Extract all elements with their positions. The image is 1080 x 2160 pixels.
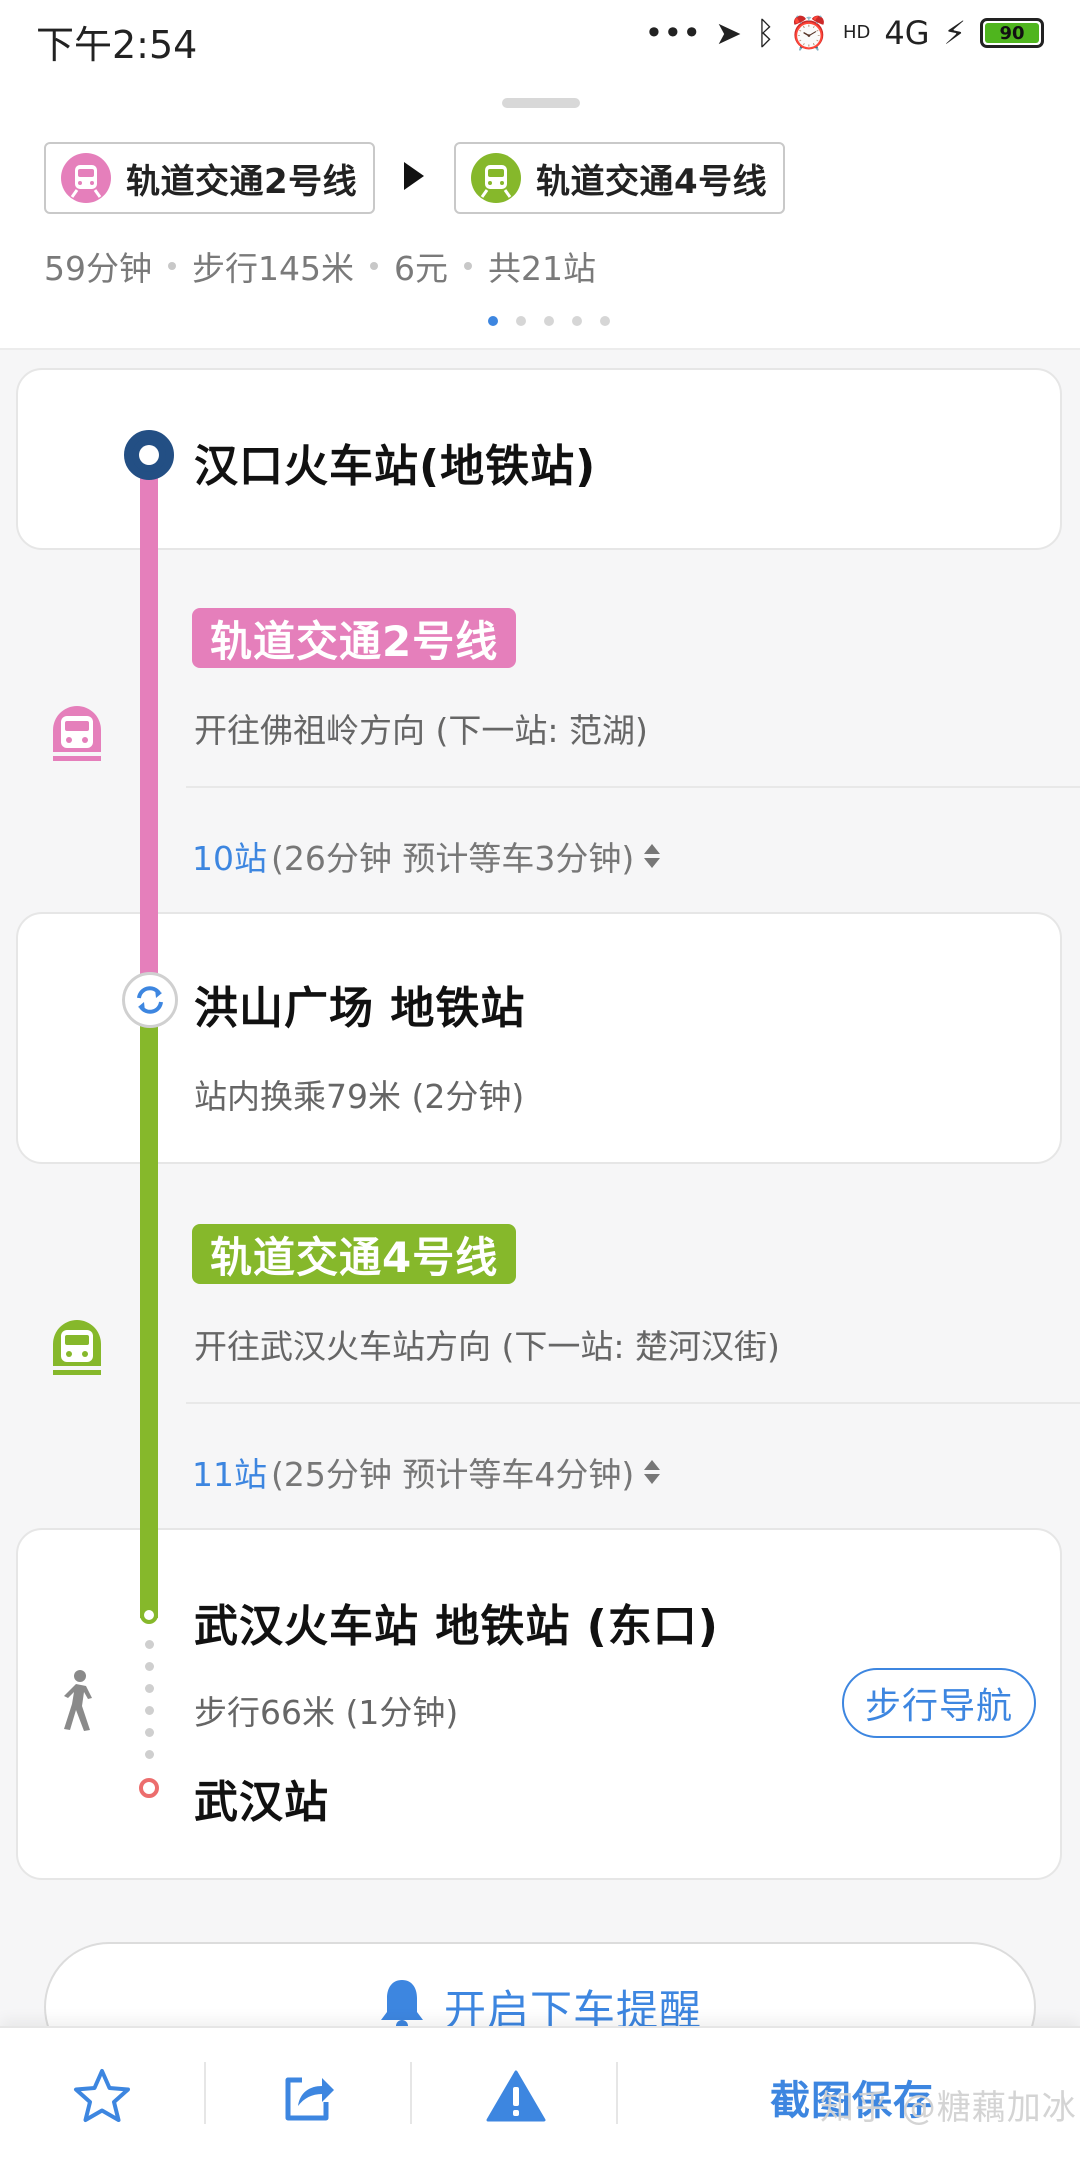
metro-icon <box>47 700 107 766</box>
page-dot[interactable] <box>572 316 582 326</box>
divider <box>186 786 1080 788</box>
bottom-toolbar <box>0 2026 1080 2160</box>
arrow-right-icon <box>404 162 424 190</box>
share-icon[interactable] <box>276 2064 340 2128</box>
walk-path-dot <box>145 1750 154 1759</box>
network-type: 4G <box>884 14 930 52</box>
drag-handle[interactable] <box>502 98 580 108</box>
location-arrow-icon: ➤ <box>715 14 742 52</box>
star-icon[interactable] <box>70 2064 134 2128</box>
summary-duration: 59分钟 <box>44 249 152 288</box>
walk-path-dot <box>145 1684 154 1693</box>
toolbar-separator <box>204 2062 206 2124</box>
leg2-line-badge: 轨道交通4号线 <box>192 1224 517 1284</box>
dot-separator <box>168 262 176 270</box>
leg2-stops-detail: (25分钟 预计等车4分钟) <box>271 1455 635 1494</box>
leg2-direction: 开往武汉火车站方向 (下一站: 楚河汉街) <box>194 1327 780 1366</box>
dot-separator <box>370 262 378 270</box>
leg1-stops-toggle[interactable]: 10站 (26分钟 预计等车3分钟) <box>192 832 661 880</box>
status-bar <box>0 0 1080 80</box>
expand-toggle-icon <box>644 844 661 868</box>
summary-walk: 步行145米 <box>192 249 354 288</box>
summary-stations: 共21站 <box>488 249 596 288</box>
start-station-name: 汉口火车站(地铁站) <box>194 441 597 492</box>
route-line-segment <box>140 458 158 998</box>
line-chip-from-label: 轨道交通2号线 <box>126 161 358 202</box>
hd-label: HD <box>842 22 871 43</box>
divider <box>186 1402 1080 1404</box>
line-chip-from[interactable]: 轨道交通2号线 <box>44 142 376 214</box>
transfer-detail: 站内换乘79米 (2分钟) <box>194 1077 525 1116</box>
transfer-card[interactable] <box>16 912 1062 1164</box>
walk-path-dot <box>145 1640 154 1649</box>
charging-icon: ⚡ <box>943 14 966 52</box>
exit-walk-detail: 步行66米 (1分钟) <box>194 1693 459 1732</box>
page-dot[interactable] <box>516 316 526 326</box>
toolbar-separator <box>616 2062 618 2124</box>
walk-path-dot <box>145 1728 154 1737</box>
bluetooth-icon: ᛒ <box>755 14 776 52</box>
battery-level: 90 <box>985 23 1039 44</box>
transfer-station-name: 洪山广场 地铁站 <box>194 983 526 1034</box>
page-dot[interactable] <box>600 316 610 326</box>
toolbar-separator <box>410 2062 412 2124</box>
leg1-direction: 开往佛祖岭方向 (下一站: 范湖) <box>194 711 648 750</box>
dot-separator <box>464 262 472 270</box>
line-chip-to[interactable]: 轨道交通4号线 <box>454 142 786 214</box>
destination-node-icon <box>139 1778 159 1798</box>
screenshot-save-button[interactable]: 截图保存 <box>770 2078 934 2124</box>
leg2-stops-count: 11站 <box>192 1455 267 1494</box>
leg1-line-badge: 轨道交通2号线 <box>192 608 517 668</box>
signal-icon: HD <box>843 24 870 42</box>
page-indicator[interactable] <box>488 316 610 326</box>
metro-icon <box>470 152 522 204</box>
walk-navigation-button[interactable]: 步行导航 <box>842 1668 1036 1738</box>
summary-price: 6元 <box>394 249 448 288</box>
walk-path-dot <box>145 1662 154 1671</box>
leg2-stops-toggle[interactable]: 11站 (25分钟 预计等车4分钟) <box>192 1448 661 1496</box>
transfer-icon <box>122 972 178 1028</box>
status-time: 下午2:54 <box>36 23 198 67</box>
battery-icon: 90 <box>980 18 1044 48</box>
start-station-card[interactable] <box>16 368 1062 550</box>
destination-name: 武汉站 <box>194 1777 329 1828</box>
metro-icon <box>60 152 112 204</box>
more-dots-icon: ••• <box>644 14 702 52</box>
route-summary: 59分钟 步行145米 6元 共21站 <box>44 242 596 290</box>
exit-station-name: 武汉火车站 地铁站 (东口) <box>194 1601 719 1652</box>
start-node-icon <box>124 430 174 480</box>
exit-node-icon <box>140 1606 158 1624</box>
walk-icon <box>58 1668 98 1734</box>
line-chip-to-label: 轨道交通4号线 <box>536 161 768 202</box>
alarm-icon: ⏰ <box>789 14 829 52</box>
page-dot[interactable] <box>544 316 554 326</box>
warning-icon[interactable] <box>484 2064 548 2128</box>
metro-icon <box>47 1314 107 1380</box>
status-icons: ••• ➤ ᛒ ⏰ HD 4G ⚡ 90 <box>644 14 1044 52</box>
expand-toggle-icon <box>644 1460 661 1484</box>
route-header <box>0 80 1080 350</box>
watermark: 知乎 @糖藕加冰 <box>820 2088 1077 2128</box>
walk-path-dot <box>145 1706 154 1715</box>
leg1-stops-detail: (26分钟 预计等车3分钟) <box>271 839 635 878</box>
page-dot[interactable] <box>488 316 498 326</box>
route-line-segment <box>140 1000 158 1618</box>
leg1-stops-count: 10站 <box>192 839 267 878</box>
